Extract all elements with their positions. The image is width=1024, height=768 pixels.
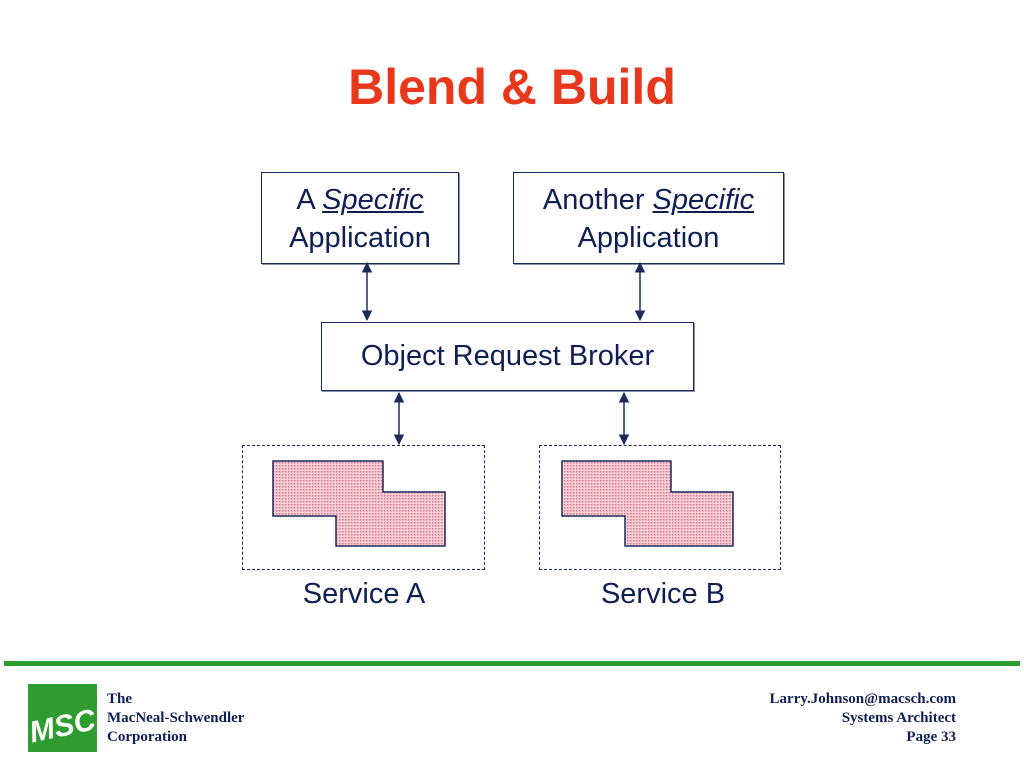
specific-application-box: A Specific Application [261,172,459,264]
msc-logo-icon: MSC [28,684,97,752]
service-b-frame [539,445,781,570]
app-a-prefix: A [296,184,323,216]
corp-line-1: The [107,691,133,707]
corporation-name: The MacNeal-Schwendler Corporation [107,690,244,747]
corp-line-3: Corporation [107,729,187,745]
service-a-label: Service A [302,578,426,610]
footer-divider [4,661,1020,666]
slide-title: Blend & Build [348,59,676,115]
object-request-broker-box: Object Request Broker [321,322,694,391]
service-a-shape [272,460,446,547]
presenter-email: Larry.Johnson@macsch.com [769,691,956,707]
app-b-line2: Application [577,222,720,254]
app-b-emphasis: Specific [652,184,755,216]
service-b-shape [561,460,734,547]
app-a-line1: A Specific [262,181,458,219]
service-b-label: Service B [600,578,726,610]
another-specific-application-box: Another Specific Application [513,172,784,264]
presenter-role: Systems Architect [841,710,956,726]
corp-line-2: MacNeal-Schwendler [107,710,245,726]
app-a-line2: Application [289,222,431,254]
service-a-frame [242,445,485,570]
app-b-prefix: Another [542,184,653,216]
presenter-contact: Larry.Johnson@macsch.com Systems Archite… [770,690,956,747]
app-a-emphasis: Specific [322,184,424,216]
page-number: Page 33 [906,729,956,745]
app-b-line1: Another Specific [514,181,783,219]
